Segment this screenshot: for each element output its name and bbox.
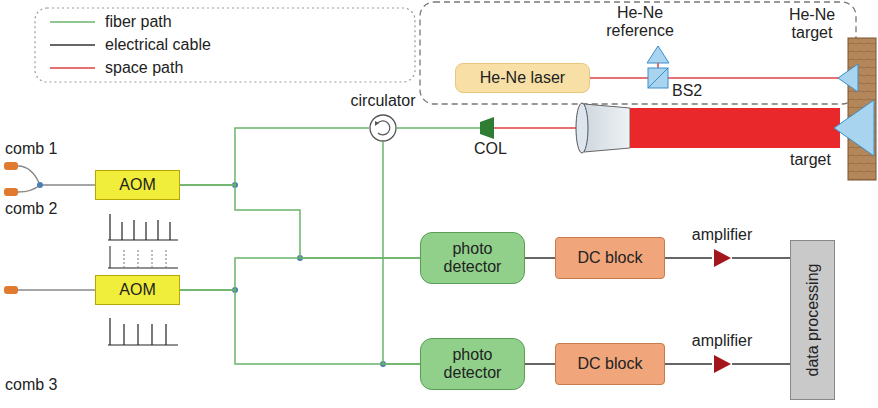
hene-region (420, 2, 856, 104)
node-label: DC block (578, 355, 643, 373)
hene-beam (590, 77, 842, 79)
legend-sample (50, 67, 95, 69)
part-label: target (790, 151, 831, 169)
beam-splitter (648, 68, 668, 88)
photodetector-box: photo detector (420, 232, 525, 284)
cable-connector (732, 257, 790, 259)
circulator: circulator (369, 114, 397, 142)
amplifier-symbol (712, 354, 732, 374)
telescope-cone (584, 104, 630, 152)
hene-target-prism (838, 64, 858, 92)
node-label: circulator (351, 92, 416, 110)
comb-fiber (18, 289, 95, 290)
dc-block-box: DC block (555, 237, 665, 279)
comb-plug (4, 286, 18, 294)
target-prism (834, 100, 874, 156)
node-label: He-Ne laser (480, 69, 565, 87)
fiber-connector (383, 142, 420, 364)
cable-connector (525, 257, 555, 259)
laser-box: He-Ne laser (455, 63, 590, 93)
fiber-line (397, 127, 480, 129)
measurement-beam (630, 108, 840, 148)
dc-block-box: DC block (555, 343, 665, 385)
node-label: AOM (119, 281, 155, 299)
cable-connector (525, 363, 555, 365)
circulator-symbol (369, 114, 397, 142)
legend-text: electrical cable (105, 36, 211, 54)
lens (576, 103, 588, 153)
amplifier: amplifier (712, 354, 732, 374)
node-label: amplifier (692, 332, 752, 350)
node-label: photo detector (427, 240, 518, 276)
legend-text: fiber path (105, 13, 172, 31)
junction-dot (37, 182, 43, 188)
reference-prism (647, 46, 669, 63)
beam-splitter-face (648, 68, 668, 88)
space-beam (494, 127, 576, 129)
amplifier-symbol (712, 248, 732, 268)
node-label: photo detector (427, 346, 518, 382)
comb-plug (4, 162, 18, 170)
part-label: BS2 (672, 82, 702, 100)
source-label: comb 2 (5, 200, 57, 218)
fiber-connector (180, 258, 420, 290)
data-processing-box: data processing (790, 240, 835, 400)
legend-text: space path (105, 59, 183, 77)
node-label: amplifier (692, 226, 752, 244)
cable-connector (665, 363, 712, 365)
amplifier: amplifier (712, 248, 732, 268)
pulse-train (108, 246, 178, 268)
aom-box: AOM (95, 275, 180, 305)
photodetector-box: photo detector (420, 338, 525, 390)
fiber-connector (180, 185, 420, 258)
node-label: data processing (804, 264, 822, 377)
legend-sample (50, 21, 95, 23)
cable-connector (732, 363, 790, 365)
node-label: AOM (119, 176, 155, 194)
node-label: DC block (578, 249, 643, 267)
source-label: comb 3 (5, 376, 57, 394)
part-label: COL (474, 140, 507, 158)
comb-plug (4, 188, 18, 196)
fiber-connector (180, 290, 420, 364)
pulse-train (108, 214, 178, 240)
comb-fiber (18, 166, 95, 192)
reference-beam (657, 63, 659, 68)
collimator (480, 117, 494, 139)
part-label: He-Ne target (784, 6, 840, 42)
legend-frame (35, 8, 415, 82)
cable-connector (665, 257, 712, 259)
fiber-connector (180, 128, 369, 185)
part-label: He-Ne reference (598, 4, 682, 40)
pulse-train (108, 318, 178, 345)
legend-sample (50, 44, 95, 46)
source-label: comb 1 (5, 140, 57, 158)
aom-box: AOM (95, 170, 180, 200)
